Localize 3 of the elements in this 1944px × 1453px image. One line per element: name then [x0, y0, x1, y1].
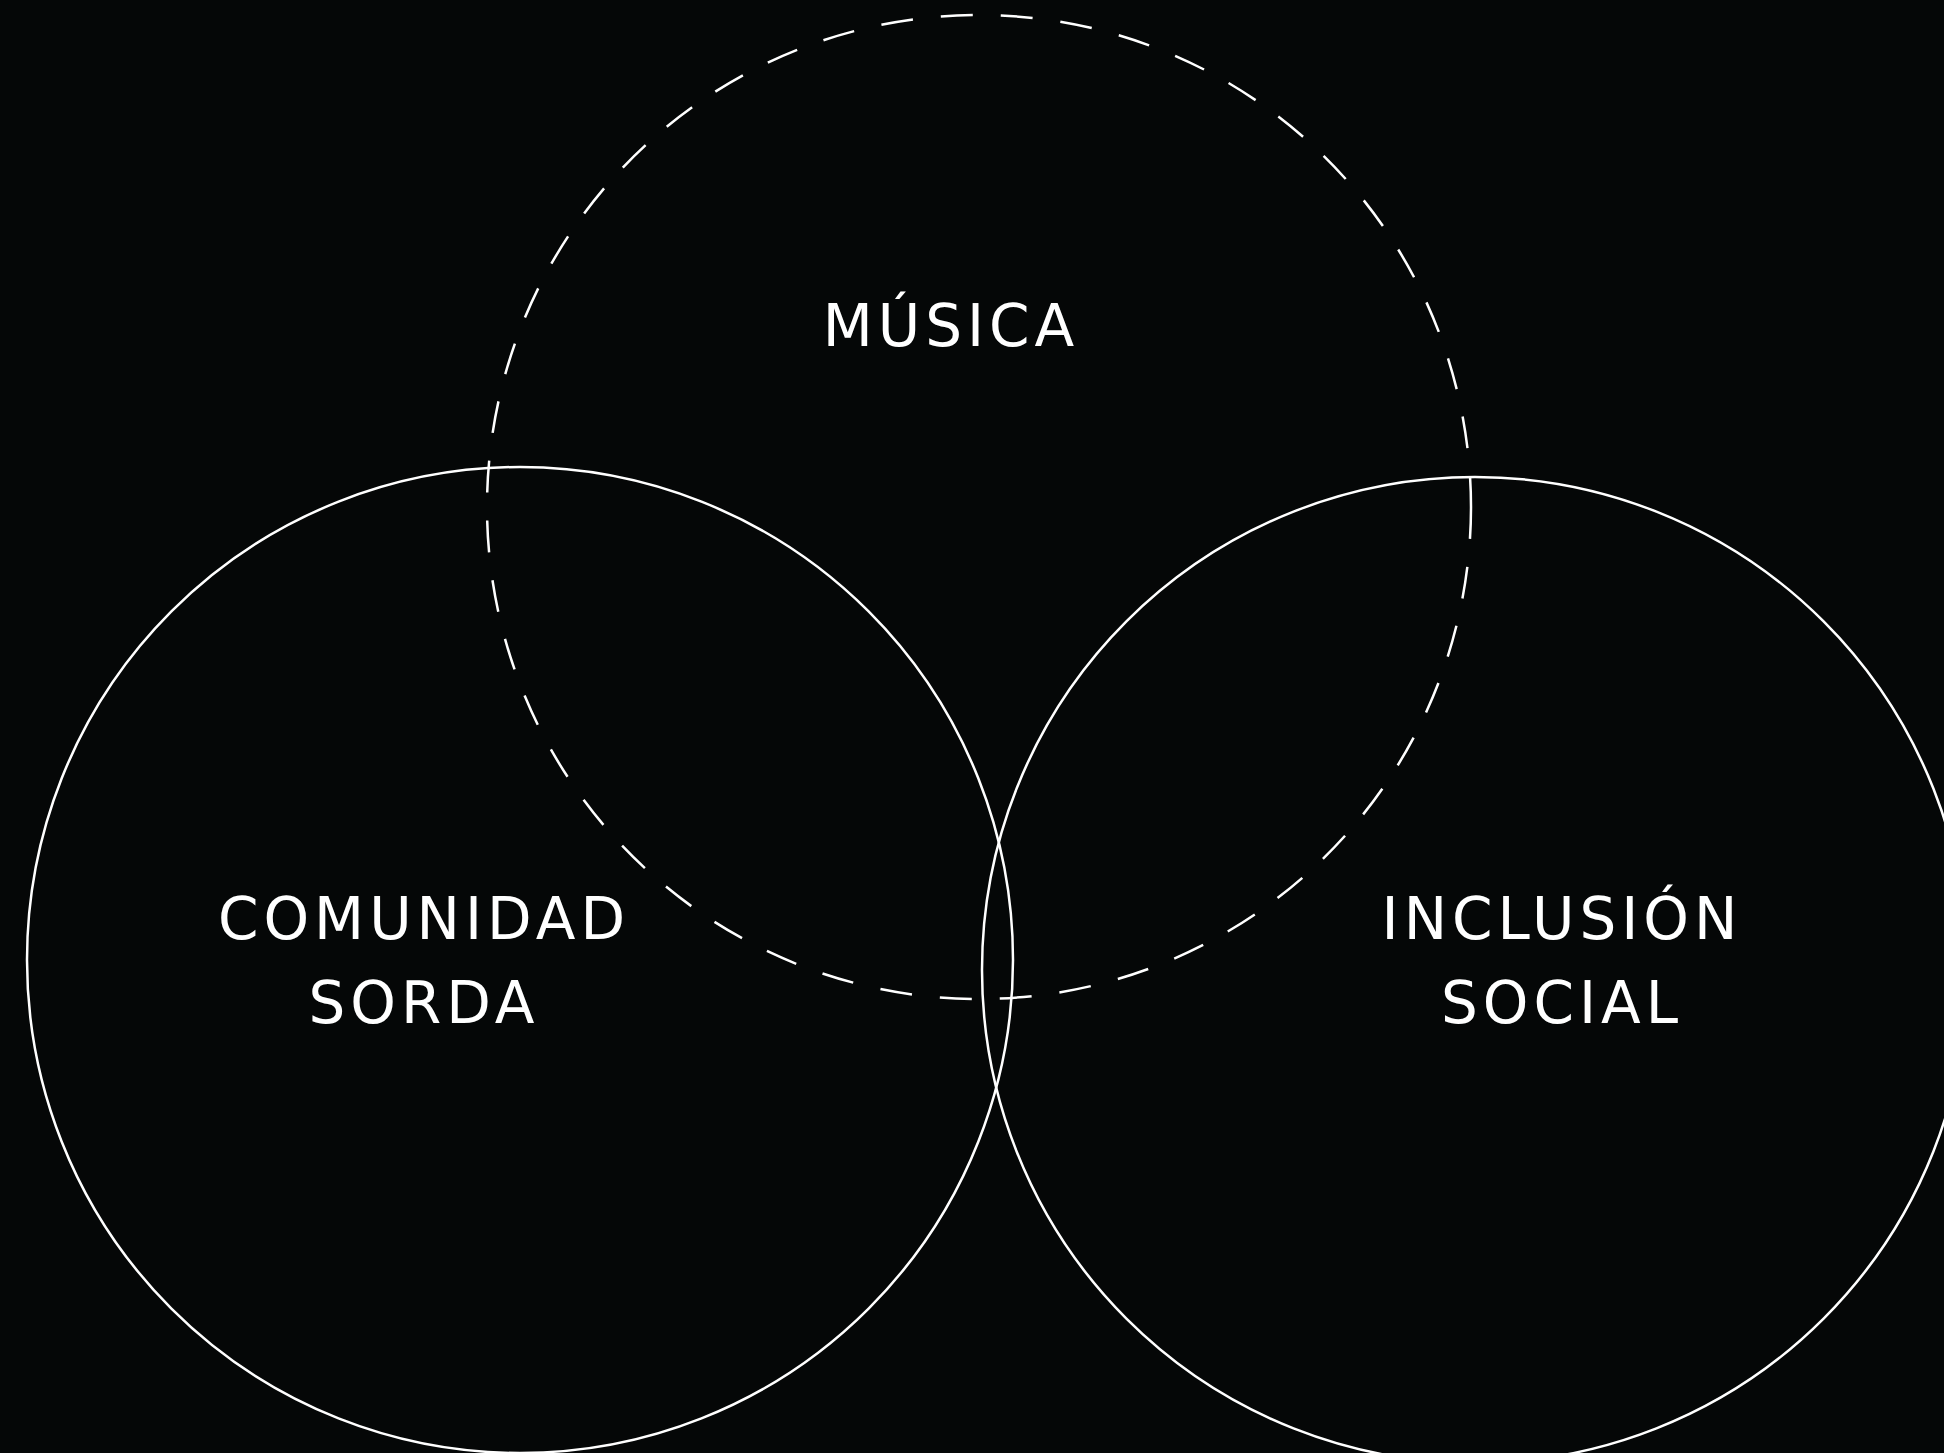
circle-label: MÚSICA	[821, 290, 1081, 362]
circle-label: COMUNIDAD SORDA	[216, 884, 632, 1039]
circle-label: INCLUSIÓN SOCIAL	[1380, 883, 1744, 1039]
